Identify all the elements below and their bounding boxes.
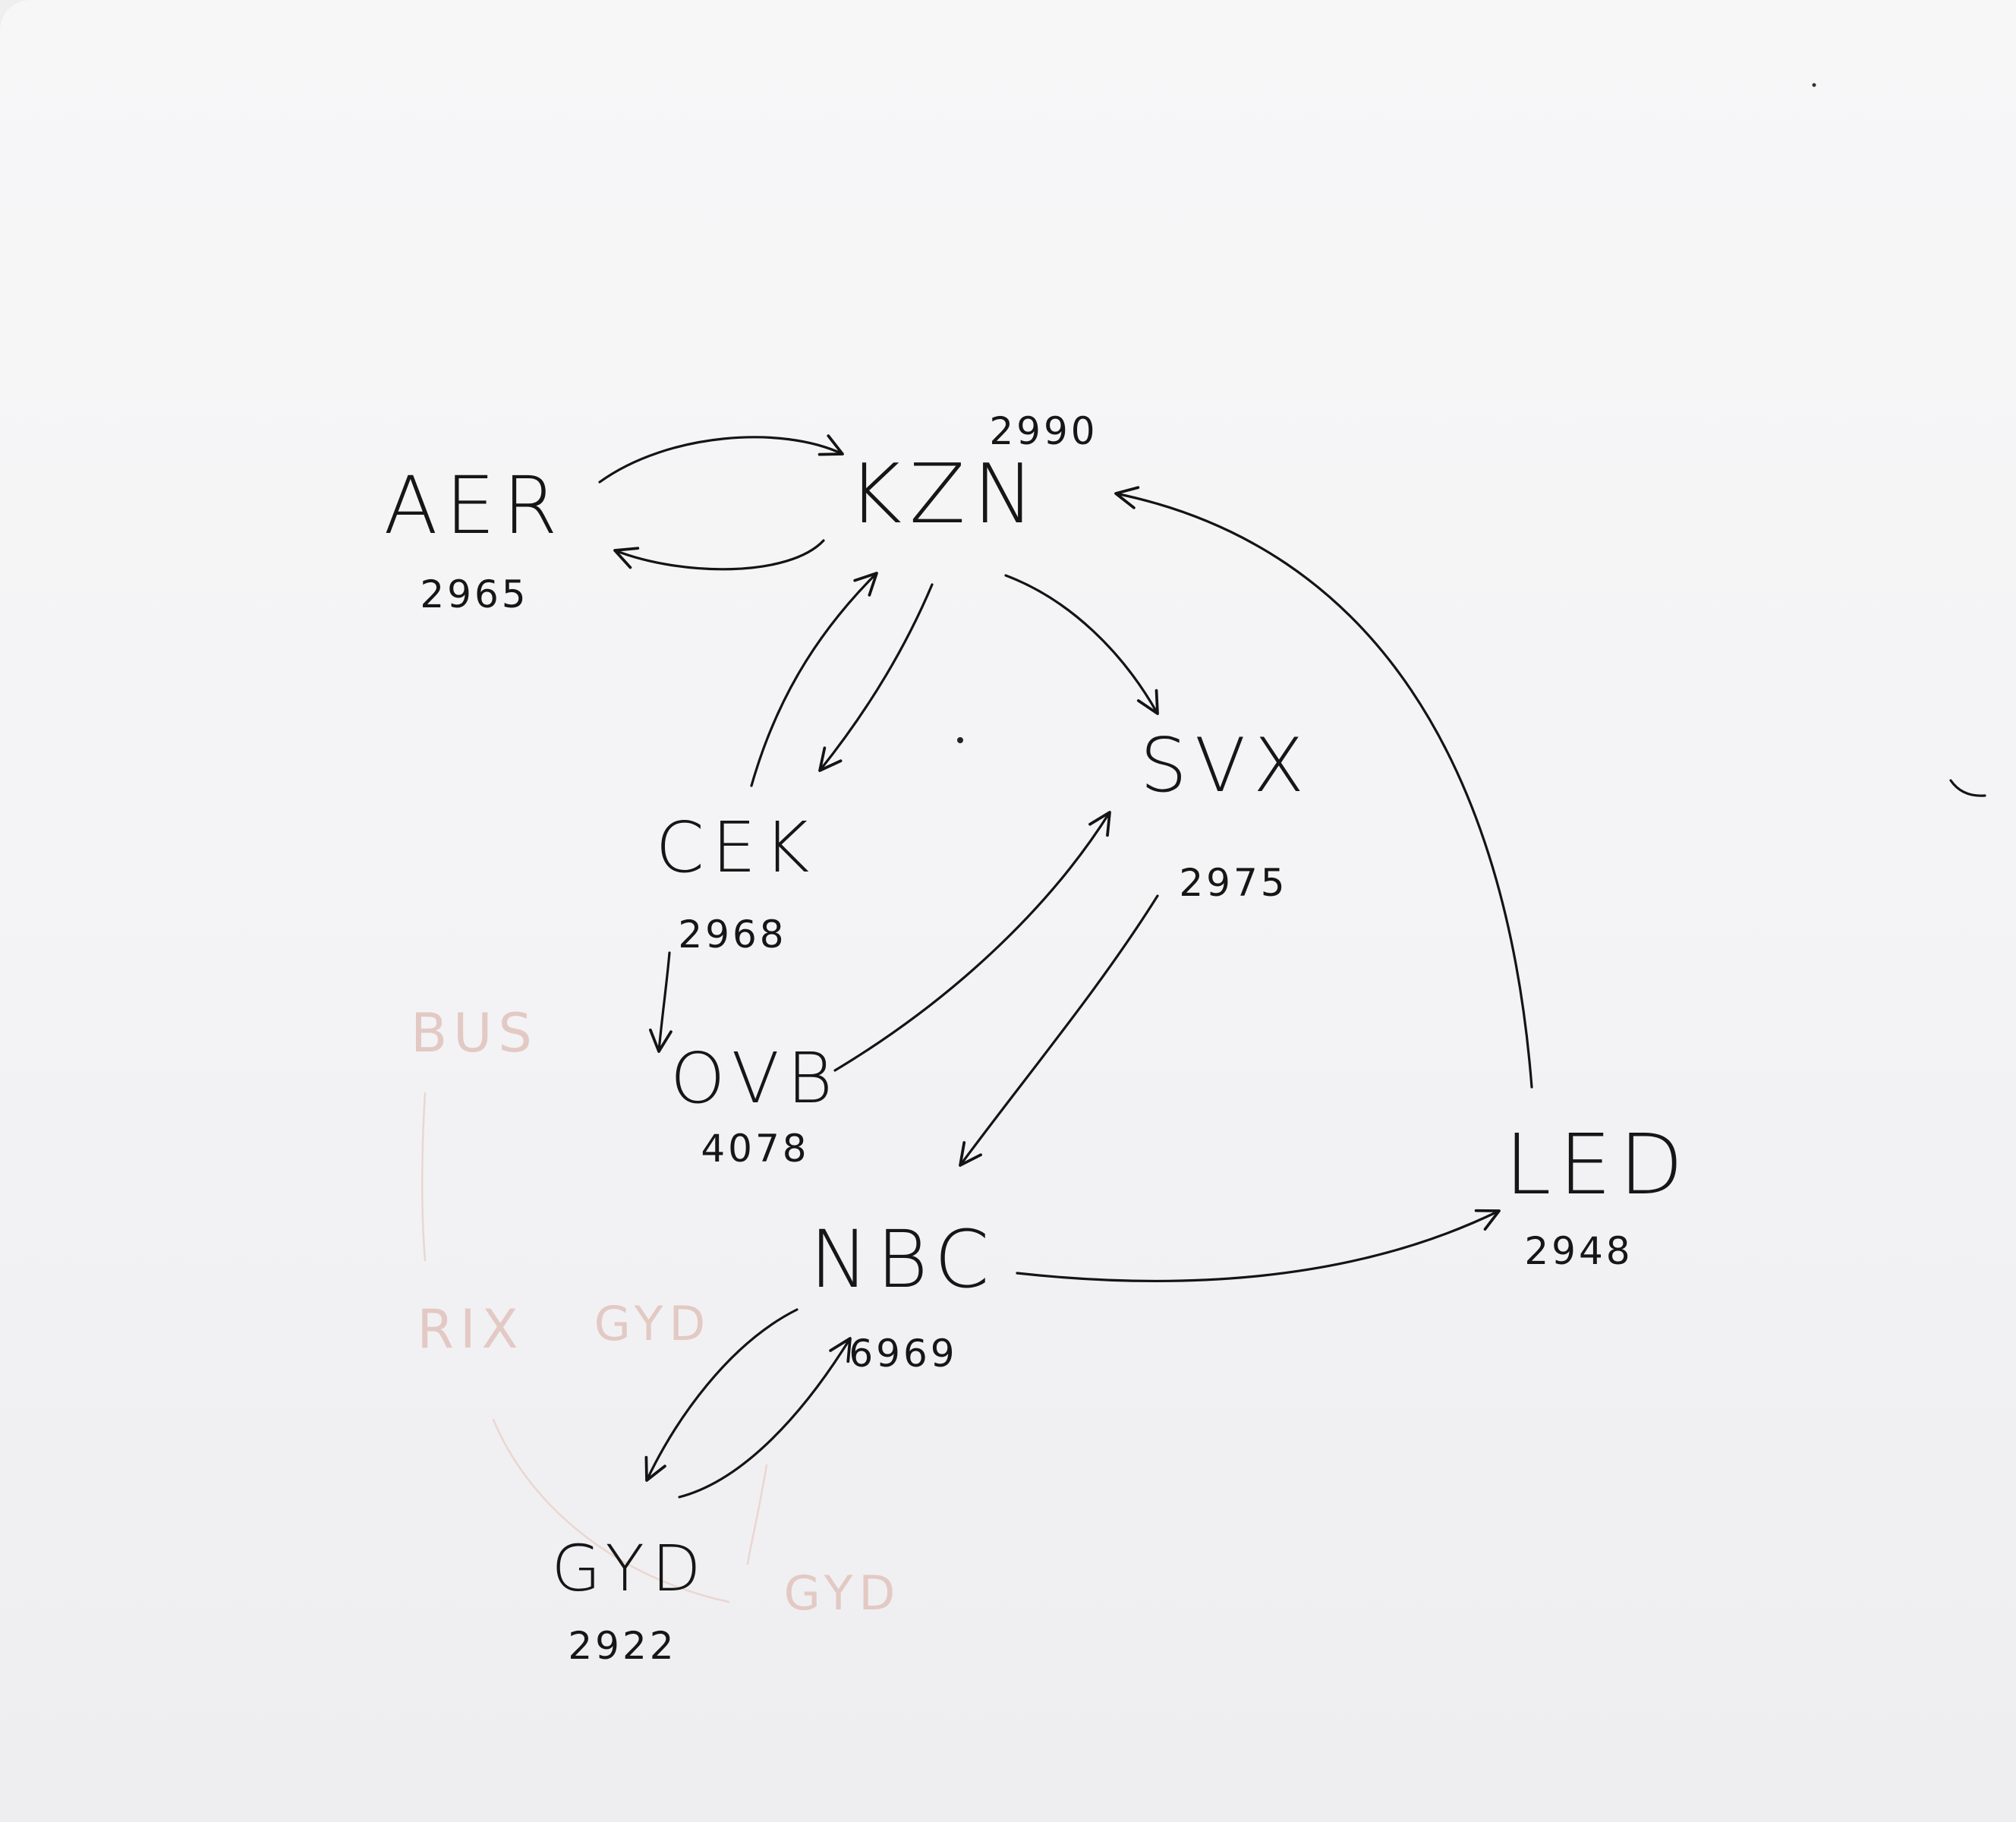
edge-cek-to-kzn (750, 572, 878, 787)
stray-dot (957, 737, 963, 743)
edge-kzn-to-cek (818, 583, 934, 772)
edge-aer-to-kzn (598, 434, 844, 484)
edge-ovb-to-svx (833, 811, 1111, 1072)
node-label: LED (1504, 1116, 1691, 1213)
edge-svx-to-nbc (959, 894, 1159, 1167)
node-ovb: OVB 4078 (670, 1038, 840, 1171)
stray-stroke (1949, 779, 1986, 797)
faint-stroke (746, 1464, 768, 1565)
node-label: KZN (848, 447, 1042, 542)
edge-nbc-to-led (1016, 1209, 1501, 1282)
node-gyd: GYD 2922 (552, 1531, 709, 1668)
faint-stroke (492, 1418, 730, 1603)
node-label: OVB (670, 1038, 840, 1119)
node-value: 2965 (420, 572, 528, 616)
node-value: 2968 (678, 913, 786, 957)
edge-kzn-to-svx (1004, 574, 1159, 715)
node-label: CEK (656, 807, 817, 888)
faint-label: GYD (784, 1565, 902, 1621)
node-cek: CEK 2968 (656, 807, 817, 957)
faint-label: BUS (411, 1002, 538, 1064)
node-value: 4078 (701, 1127, 809, 1171)
edge-nbc-to-gyd (644, 1308, 799, 1482)
node-label: SVX (1140, 723, 1312, 809)
edges (598, 434, 1533, 1499)
node-value: 2975 (1179, 861, 1287, 905)
node-value: 6969 (849, 1332, 957, 1376)
node-value: 2948 (1524, 1229, 1633, 1273)
node-label: AER (383, 459, 565, 552)
node-label: NBC (810, 1213, 997, 1306)
node-value: 2990 (989, 409, 1098, 453)
edge-gyd-to-nbc (678, 1337, 852, 1499)
faint-label: RIX (417, 1298, 524, 1360)
node-led: LED 2948 (1504, 1116, 1691, 1273)
node-svx: SVX 2975 (1140, 723, 1312, 905)
faint-label: GYD (594, 1296, 712, 1351)
faint-marks: BUS RIX GYD GYD (411, 1002, 902, 1621)
faint-stroke (421, 1092, 427, 1262)
edge-kzn-to-aer (613, 539, 825, 571)
stray-dot (1812, 83, 1816, 87)
edge-led-to-kzn (1114, 486, 1533, 1089)
edge-cek-to-ovb (648, 951, 673, 1053)
node-value: 2922 (568, 1624, 676, 1668)
node-label: GYD (552, 1531, 709, 1606)
node-aer: AER 2965 (383, 459, 565, 616)
node-nbc: NBC 6969 (810, 1213, 997, 1376)
